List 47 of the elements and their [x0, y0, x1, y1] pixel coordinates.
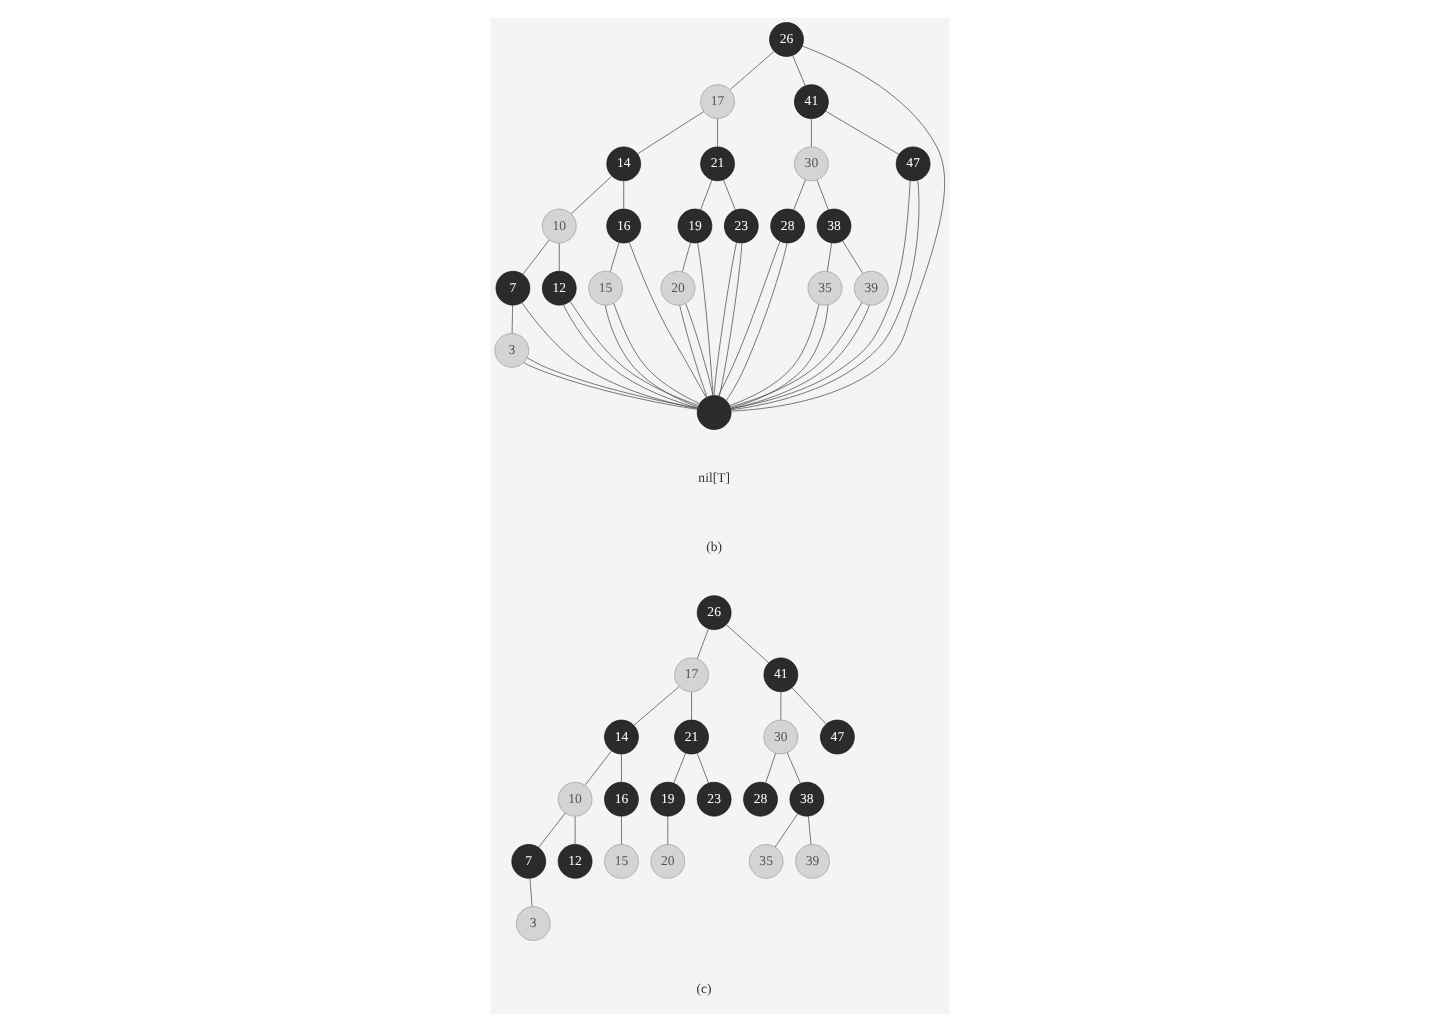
connector: [786, 751, 801, 783]
connector: [696, 627, 709, 659]
connector: [774, 812, 799, 847]
connector: [765, 751, 777, 783]
connector: [842, 239, 863, 273]
connector: [609, 241, 620, 271]
connector: [584, 749, 612, 785]
connector: [522, 238, 550, 274]
connector: [825, 109, 900, 154]
connector: [791, 686, 827, 724]
connector: [667, 815, 669, 844]
connector: [792, 54, 806, 85]
connector: [637, 110, 705, 154]
connector: [723, 178, 736, 210]
connector: [685, 302, 714, 395]
connector: [718, 241, 743, 396]
connector: [826, 241, 832, 271]
connector: [633, 685, 680, 725]
connector: [521, 301, 698, 408]
connector: [700, 178, 713, 210]
connector: [691, 690, 692, 720]
connector: [570, 174, 612, 214]
connector: [621, 815, 622, 844]
connector: [529, 877, 533, 906]
connector: [673, 751, 687, 783]
connector: [811, 117, 812, 146]
connector: [816, 178, 829, 210]
connector: [729, 49, 775, 89]
connector: [682, 241, 691, 271]
connector: [726, 623, 770, 663]
node-circle: [696, 394, 732, 429]
connector: [628, 240, 707, 397]
connector: [808, 815, 812, 844]
connector: [793, 178, 806, 210]
connector: [696, 751, 709, 783]
connector: [717, 117, 718, 146]
connector: [623, 179, 625, 209]
connector: [731, 44, 946, 411]
connector: [538, 811, 566, 847]
connector: [780, 690, 782, 720]
connector: [697, 241, 714, 395]
connector: [679, 303, 708, 397]
connector: [511, 304, 513, 333]
connector: [713, 241, 737, 395]
connector: [621, 752, 622, 782]
connector: [558, 241, 560, 271]
connector: [574, 815, 576, 844]
